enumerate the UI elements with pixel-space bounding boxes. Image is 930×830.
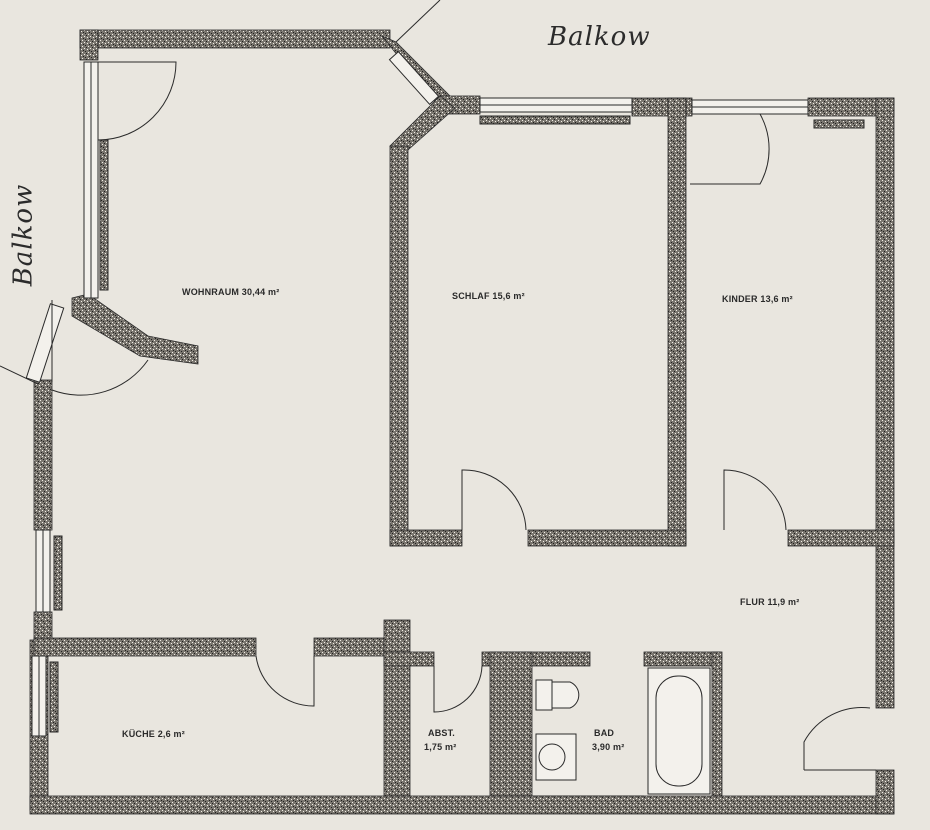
- walls: [29, 29, 895, 815]
- window-bay-left: [25, 303, 65, 383]
- wall-bottom: [29, 795, 895, 815]
- door-kitchen: [255, 655, 315, 707]
- toilet-bowl: [551, 681, 580, 709]
- wall-right-bottom: [875, 769, 895, 815]
- room-label-abst-name: ABST.: [428, 728, 456, 738]
- radiator-living-lower: [53, 535, 63, 611]
- washing-machine-drum: [538, 743, 566, 771]
- wall-kitchen-top-left: [33, 637, 257, 657]
- door-balcony-top: [97, 61, 177, 141]
- door-kinder-window: [690, 113, 770, 185]
- wall-kinder-bottom: [787, 529, 895, 547]
- window-bay-diagonal: [388, 50, 440, 106]
- wall-kitchen-abst: [383, 619, 411, 811]
- room-label-schlaf: SCHLAF 15,6 m²: [452, 291, 525, 301]
- balcony-leaders: [0, 0, 441, 385]
- door-balcony-left: [51, 300, 149, 396]
- leader-left: [0, 365, 39, 385]
- wall-living-top: [79, 29, 391, 49]
- wall-schlaf-kinder: [667, 97, 687, 547]
- room-label-bad-name: BAD: [594, 728, 615, 738]
- room-label-abst-area: 1,75 m²: [424, 742, 457, 752]
- annotation-balcony-left: Balkow: [8, 183, 39, 287]
- radiator-kinder: [813, 119, 865, 129]
- windows: [25, 50, 865, 737]
- wall-bath-surround-right: [711, 651, 723, 811]
- window-living-radiator: [99, 139, 109, 291]
- leader-top: [395, 0, 441, 43]
- wall-schlaf-bottom-left: [389, 529, 463, 547]
- wall-schlaf-diagonal: [389, 95, 456, 151]
- toilet-cistern: [535, 679, 553, 711]
- wall-living-left-upper: [79, 29, 99, 61]
- doors: [51, 61, 876, 771]
- room-label-wohnraum: WOHNRAUM 30,44 m²: [182, 287, 280, 297]
- door-kinder: [723, 469, 787, 531]
- wall-service-block: [489, 651, 533, 811]
- wall-right: [875, 97, 895, 709]
- room-label-kueche: KÜCHE 2,6 m²: [122, 729, 185, 739]
- wall-schlaf-left: [389, 145, 409, 547]
- wall-left-lower: [33, 379, 53, 531]
- bathtub-inner: [655, 675, 703, 787]
- wall-abst-top: [383, 651, 435, 667]
- fixtures: [532, 667, 711, 797]
- radiator-schlaf: [479, 115, 631, 125]
- room-label-bad-area: 3,90 m²: [592, 742, 625, 752]
- door-schlaf: [461, 469, 527, 531]
- wall-living-stub: [71, 293, 199, 365]
- radiator-kitchen: [49, 661, 59, 733]
- wall-schlaf-bottom-right: [527, 529, 687, 547]
- door-entrance: [803, 707, 871, 770]
- room-label-kinder: KINDER 13,6 m²: [722, 294, 793, 304]
- door-abst: [433, 665, 483, 713]
- annotation-balcony-top: Balkow: [548, 22, 651, 52]
- wall-bath-surround-top: [643, 651, 721, 667]
- room-label-flur: FLUR 11,9 m²: [740, 597, 800, 607]
